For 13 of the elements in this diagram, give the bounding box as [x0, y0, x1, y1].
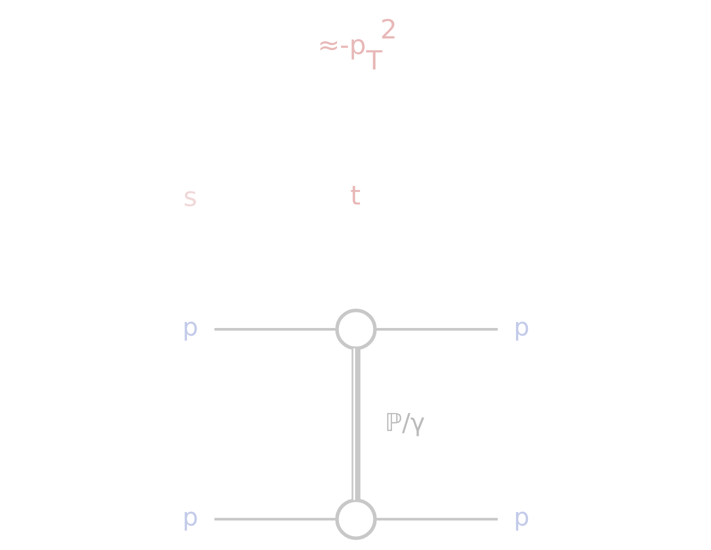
connector: [374, 518, 498, 521]
connector: [214, 518, 336, 521]
node-text: p: [513, 502, 529, 532]
connector: [374, 328, 498, 331]
label: t: [350, 180, 360, 212]
edge-label: ℙ/γ: [384, 408, 425, 437]
connector: [351, 348, 360, 500]
node-text: p: [513, 312, 529, 342]
node-circle: [334, 308, 376, 350]
connector: [214, 328, 336, 331]
node-circle: [334, 498, 376, 540]
node-text: p: [182, 502, 198, 532]
node-text: p: [182, 312, 198, 342]
